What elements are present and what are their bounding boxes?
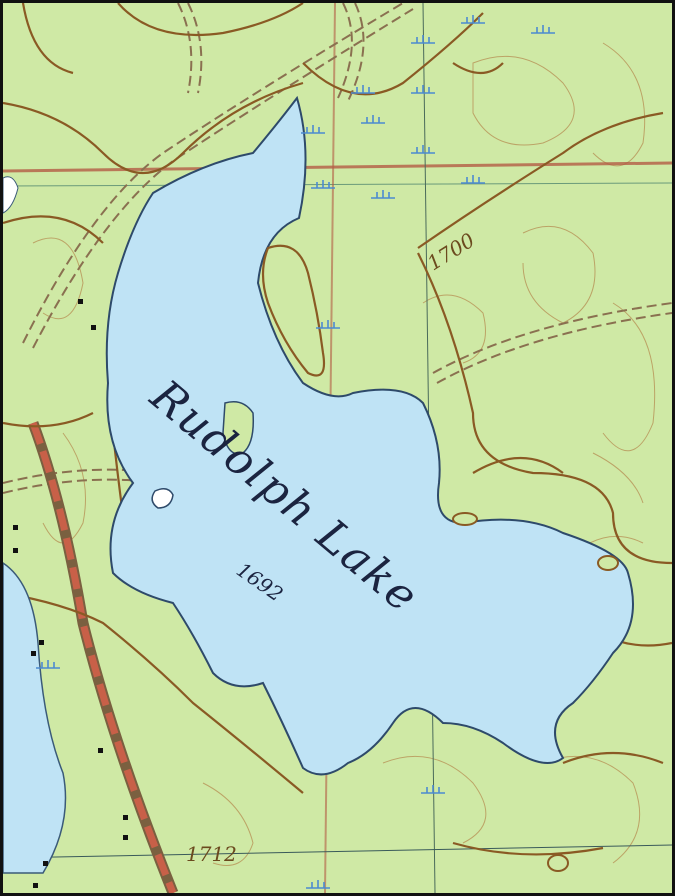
left-water [3,176,67,874]
ponds [452,512,619,872]
map-canvas[interactable]: Rudolph Lake 1692 1700 1712 [3,3,672,893]
marsh-symbols [36,15,555,889]
major-contours [3,3,672,856]
island-white [151,488,174,509]
contour-label-1712: 1712 [186,842,237,866]
peninsula [261,244,326,377]
highway [27,421,179,893]
rudolph-lake[interactable] [105,95,634,776]
building-dots [13,299,128,888]
contour-label-1700: 1700 [423,228,479,275]
island [222,401,255,455]
